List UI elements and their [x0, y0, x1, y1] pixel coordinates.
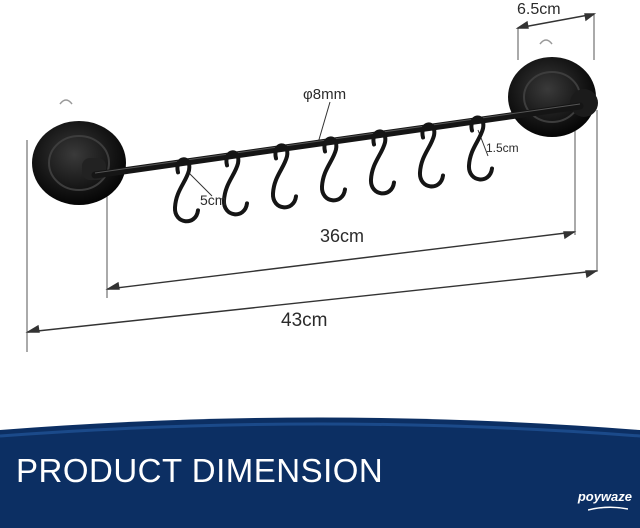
hook-gap-label: 1.5cm — [486, 141, 519, 155]
rod-diameter-label: φ8mm — [303, 86, 347, 103]
banner-background — [0, 417, 640, 528]
right-suction-cup — [508, 39, 598, 137]
hook-icon — [320, 136, 347, 203]
hook-icon — [369, 129, 396, 196]
brand-underline-icon — [588, 506, 628, 511]
brand-logo: poywaze — [577, 489, 632, 504]
left-suction-cup — [32, 99, 126, 205]
hook-icon — [271, 143, 298, 210]
hook-icon — [418, 122, 445, 189]
hooks-group — [173, 115, 494, 224]
hook-icon — [467, 115, 494, 182]
rod-length-label: 36cm — [320, 226, 365, 246]
extension-lines — [26, 14, 598, 352]
dimension-lines — [25, 13, 599, 333]
banner-title: PRODUCT DIMENSION — [16, 452, 384, 489]
total-length-label: 43cm — [281, 310, 328, 331]
depth-label: 6.5cm — [517, 1, 561, 18]
hook-height-label: 5cm — [200, 192, 227, 208]
hook-icon — [173, 157, 200, 224]
rail-rod — [91, 102, 584, 179]
hook-icon — [222, 150, 249, 217]
